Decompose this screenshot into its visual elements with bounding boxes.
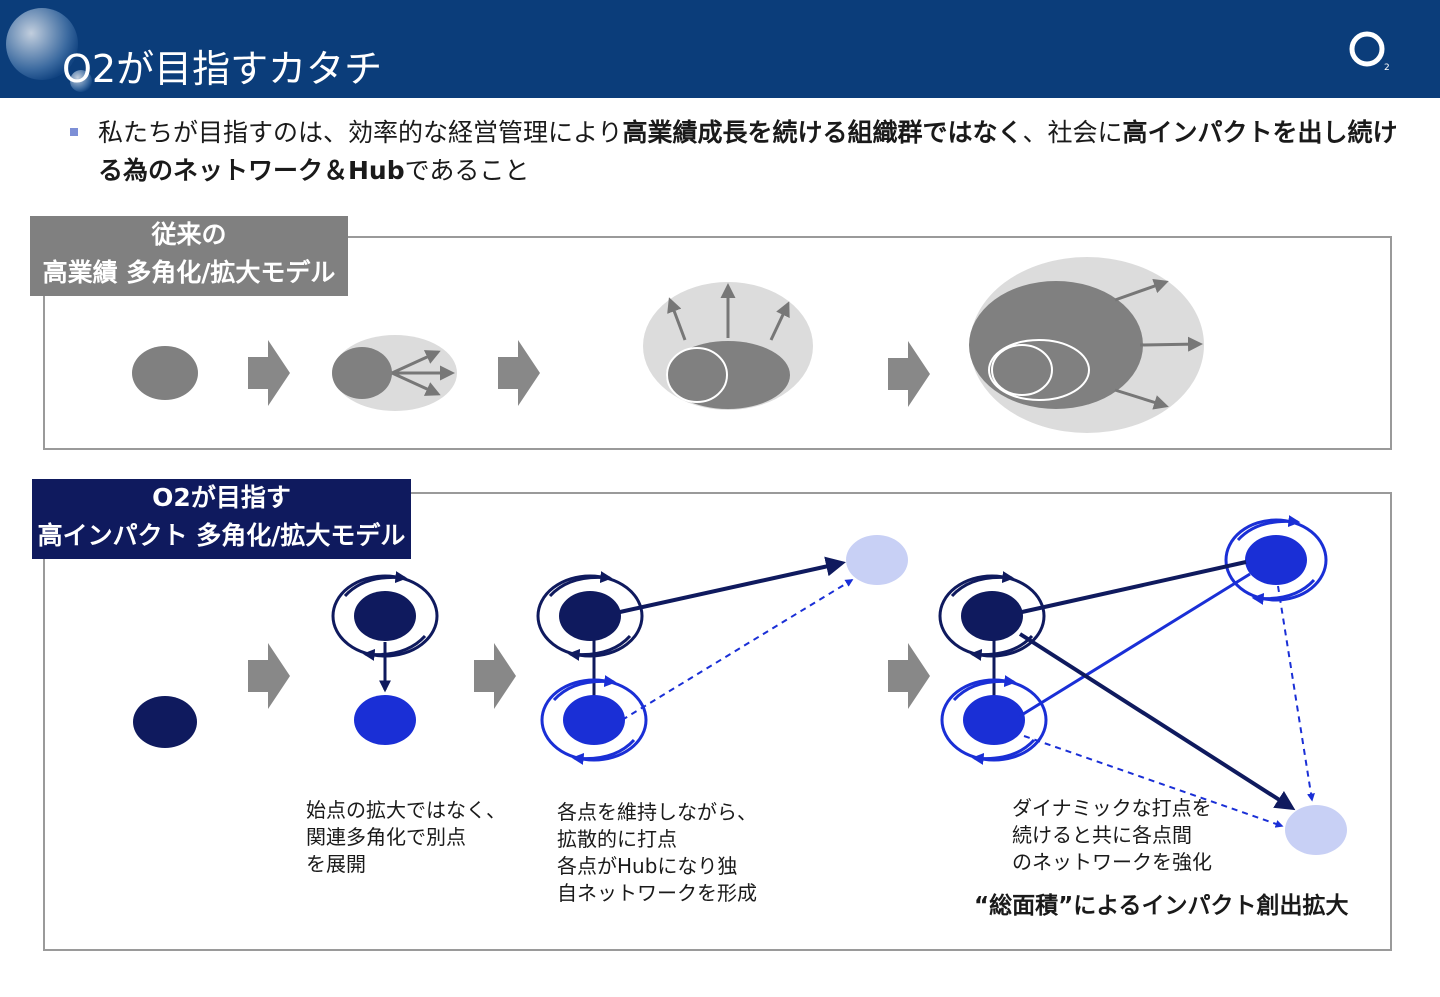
caption-line: のネットワークを強化 xyxy=(1012,850,1212,874)
svg-text:2: 2 xyxy=(1384,63,1390,73)
caption-step2: 各点を維持しながら、 拡散的に打点 各点がHubになり独 自ネットワークを形成 xyxy=(557,799,757,907)
traditional-node-start xyxy=(132,346,198,400)
o2-model-panel xyxy=(43,492,1392,951)
step-arrow-icon xyxy=(888,341,930,407)
bubble-decoration-large xyxy=(6,8,78,80)
traditional-node-2 xyxy=(332,347,392,399)
step-arrow-icon xyxy=(474,643,516,709)
o2-node-hub-2 xyxy=(563,695,625,745)
caption-line: ダイナミックな打点を xyxy=(1012,796,1212,820)
o2-node-hub-1 xyxy=(961,591,1023,641)
cycle-arrow-icon xyxy=(571,738,636,765)
o2-node-hub-2 xyxy=(963,695,1025,745)
intro-part: であること xyxy=(404,156,530,185)
o2-logo-icon: 2 xyxy=(1349,31,1390,73)
o2-label-line1: O2が目指す xyxy=(152,483,291,512)
cycle-arrow-icon xyxy=(952,675,1017,702)
cycle-arrow-icon xyxy=(552,675,617,702)
o2-node-hub-1 xyxy=(559,591,621,641)
o2-link-dashed xyxy=(1277,585,1315,802)
o2-link-dashed xyxy=(621,579,854,721)
o2-hub-ring xyxy=(940,678,1048,762)
o2-link xyxy=(1018,632,1296,811)
intro-statement: 私たちが目指すのは、効率的な経営管理により高業績成長を続ける組織群ではなく、社会… xyxy=(98,114,1398,190)
traditional-label-line2: 高業績 多角化/拡大モデル xyxy=(42,258,336,287)
caption-line: 拡散的に打点 xyxy=(557,827,677,851)
step-arrow-icon xyxy=(248,643,290,709)
caption-step3: ダイナミックな打点を 続けると共に各点間 のネットワークを強化 xyxy=(1012,795,1212,876)
o2-link xyxy=(1019,572,1251,718)
o2-node-new xyxy=(354,695,416,745)
o2-hub-ring xyxy=(938,574,1046,658)
step-arrow-icon xyxy=(498,340,540,406)
o2-hub-ring xyxy=(540,678,648,762)
caption-line: 関連多角化で別点 xyxy=(306,825,466,849)
o2-node-target xyxy=(1285,805,1347,855)
o2-node-start xyxy=(133,696,197,748)
header-bar: O2が目指すカタチ 2 xyxy=(0,0,1440,98)
cycle-arrow-icon xyxy=(343,571,408,598)
o2-node-hub-1 xyxy=(354,591,416,641)
bullet-icon xyxy=(70,128,78,136)
o2-hub-ring xyxy=(1224,518,1328,602)
caption-line: 各点がHubになり独 xyxy=(557,854,738,878)
cycle-arrow-icon xyxy=(950,571,1015,598)
traditional-node-4 xyxy=(969,281,1143,409)
caption-line: 続けると共に各点間 xyxy=(1012,823,1192,847)
caption-line: を展開 xyxy=(306,852,366,876)
o2-label-line2: 高インパクト 多角化/拡大モデル xyxy=(37,521,406,550)
intro-part-bold: 高インパクトを出し続ける為のネットワーク＆Hub xyxy=(98,118,1398,185)
cycle-arrow-icon xyxy=(971,738,1036,765)
traditional-origin-4 xyxy=(991,344,1053,396)
o2-model-label: O2が目指す 高インパクト 多角化/拡大モデル xyxy=(32,479,411,559)
cycle-arrow-icon xyxy=(1236,515,1301,542)
cycle-arrow-icon xyxy=(548,571,613,598)
expansion-arrows xyxy=(667,283,790,341)
traditional-inner-4 xyxy=(988,339,1090,401)
intro-part-bold: 高業績成長を続ける組織群ではなく xyxy=(622,118,1023,147)
o2-hub-ring xyxy=(536,574,644,658)
step-arrow-icon xyxy=(248,340,290,406)
o2-link-dashed xyxy=(1023,735,1284,828)
cycle-arrow-icon xyxy=(362,634,427,661)
intro-part: 、社会に xyxy=(1022,118,1123,147)
caption-line: 各点を維持しながら、 xyxy=(557,800,757,824)
traditional-model-label: 従来の 高業績 多角化/拡大モデル xyxy=(30,216,348,296)
caption-step1: 始点の拡大ではなく、 関連多角化で別点 を展開 xyxy=(306,797,506,878)
caption-line: 自ネットワークを形成 xyxy=(557,881,757,905)
o2-link xyxy=(1021,560,1247,614)
expansion-arrows xyxy=(1114,278,1203,410)
o2-link xyxy=(619,556,846,614)
intro-part: 私たちが目指すのは、効率的な経営管理により xyxy=(98,118,623,147)
page-title: O2が目指すカタチ xyxy=(62,47,383,91)
traditional-origin-3 xyxy=(666,347,728,403)
caption-line: 始点の拡大ではなく、 xyxy=(306,798,506,822)
o2-node-target xyxy=(846,535,908,585)
impact-statement: “総面積”によるインパクト創出拡大 xyxy=(974,893,1349,919)
cycle-arrow-icon xyxy=(1251,578,1316,605)
step-arrow-icon xyxy=(888,643,930,709)
o2-node-hub-3 xyxy=(1245,535,1307,585)
bubble-decoration-small xyxy=(70,70,92,92)
traditional-label-line1: 従来の xyxy=(151,220,227,249)
cycle-arrow-icon xyxy=(567,634,632,661)
expansion-arrows xyxy=(391,350,455,396)
